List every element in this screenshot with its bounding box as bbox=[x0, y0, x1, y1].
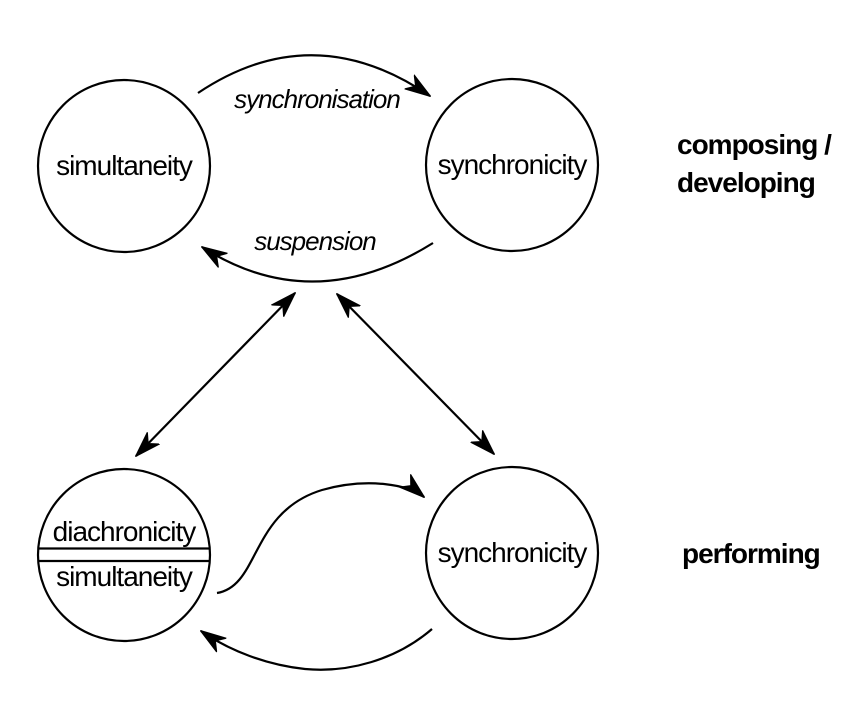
edge-label-synchronisation: synchronisation bbox=[234, 84, 401, 114]
node-simultaneity-circle bbox=[36, 78, 212, 254]
synchronisation-arrow bbox=[197, 54, 430, 96]
left-bidirectional-arrow bbox=[136, 293, 295, 456]
right-bidirectional-arrow bbox=[337, 294, 494, 454]
annotation-composing-developing: composing / developing bbox=[677, 126, 832, 202]
synchronicity-to-simultaneity-arrow bbox=[201, 628, 433, 671]
node-label-simultaneity-lower: simultaneity bbox=[56, 561, 193, 592]
annotation-performing: performing bbox=[682, 538, 821, 569]
suspension-arrow bbox=[202, 242, 434, 283]
edge-label-suspension: suspension bbox=[254, 226, 377, 256]
node-synchronicity-bottom-circle bbox=[424, 465, 600, 641]
node-synchronicity-top-circle bbox=[424, 77, 600, 253]
node-label-diachronicity: diachronicity bbox=[52, 516, 197, 547]
node-diachronicity-simultaneity-circle bbox=[36, 467, 212, 643]
annotation-composing-line2: developing bbox=[677, 167, 816, 198]
annotation-composing-line1: composing / bbox=[677, 129, 832, 160]
node-label-simultaneity: simultaneity bbox=[56, 150, 193, 181]
node-label-synchronicity-top: synchronicity bbox=[437, 149, 588, 180]
diachronicity-to-synchronicity-arrow bbox=[216, 483, 424, 595]
node-label-synchronicity-bottom: synchronicity bbox=[437, 537, 588, 568]
